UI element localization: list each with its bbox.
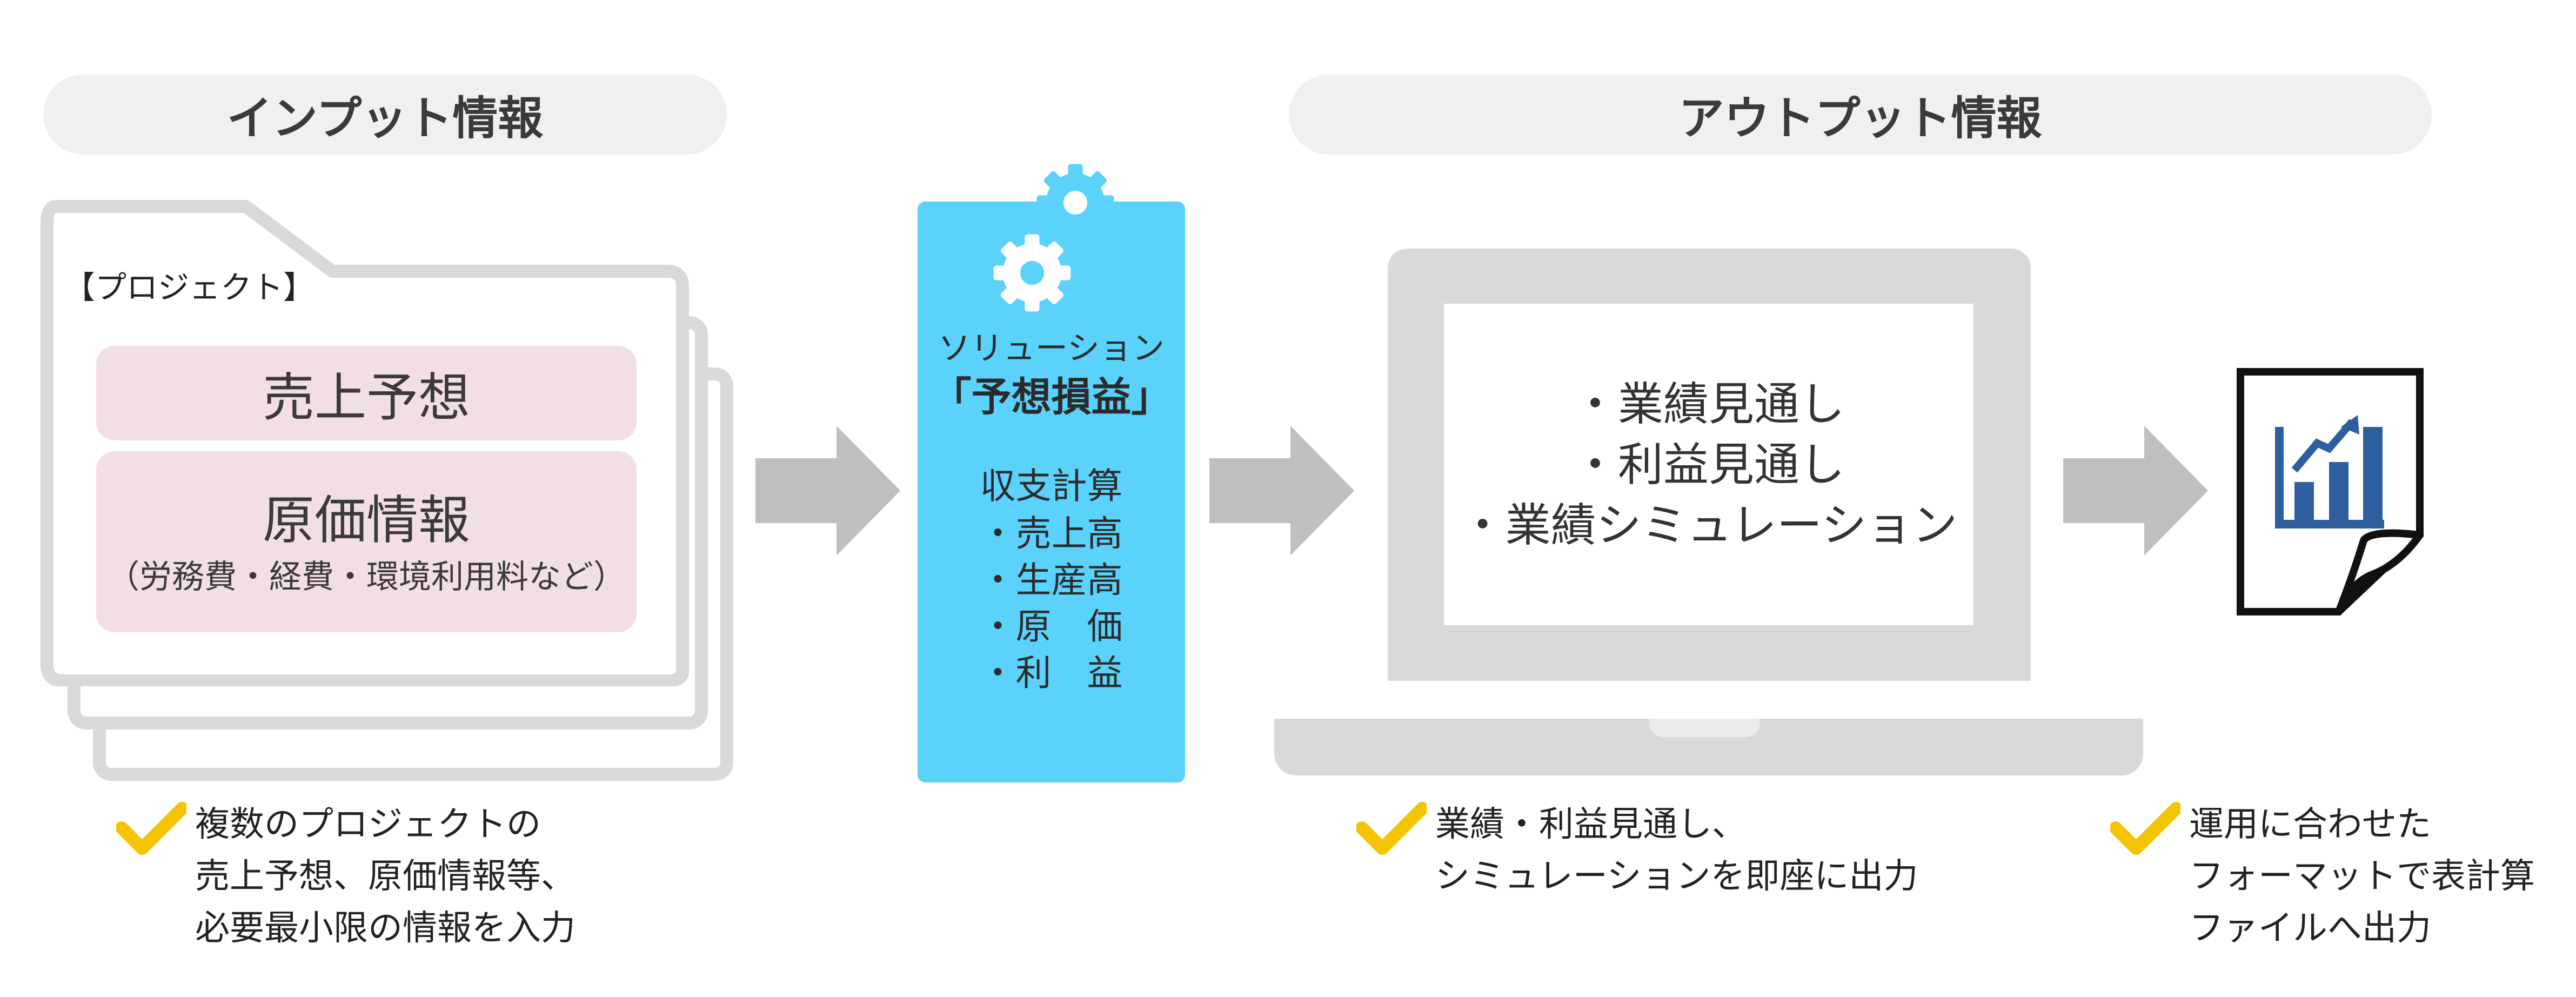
check-line: 運用に合わせた — [2189, 805, 2431, 845]
output-header: アウトプット情報 — [1289, 75, 2432, 155]
laptop-notch — [1649, 719, 1760, 737]
arrow-2 — [1209, 426, 1354, 556]
check-icon — [1356, 802, 1427, 855]
arrow-3 — [2063, 426, 2208, 556]
laptop-display: ・業績見通し ・利益見通し ・業績シミュレーション — [1444, 304, 1973, 625]
calc-item: ・売上高 — [980, 513, 1123, 554]
sales-forecast-label: 売上予想 — [263, 367, 470, 428]
laptop-line: ・業績シミュレーション — [1460, 498, 1958, 552]
check-line: 複数のプロジェクトの — [195, 805, 541, 845]
check-line: ファイルへ出力 — [2189, 908, 2431, 948]
cost-info-box: 原価情報 （労務費・経費・環境利用料など） — [96, 451, 637, 632]
sales-forecast-box: 売上予想 — [96, 346, 637, 440]
calc-item: ・利 益 — [980, 652, 1123, 694]
input-check-note: 複数のプロジェクトの 売上予想、原価情報等、 必要最小限の情報を入力 — [116, 799, 576, 954]
cost-info-detail: （労務費・経費・環境利用料など） — [107, 558, 626, 596]
solution-content: ソリューション 「予想損益」 収支計算 ・売上高 ・生産高 ・原 価 ・利 益 — [918, 327, 1185, 697]
check-line: 必要最小限の情報を入力 — [195, 908, 576, 948]
solution-name: 「予想損益」 — [931, 374, 1172, 420]
report-chart-icon — [2237, 368, 2424, 615]
output-check-note: 業績・利益見通し、 シミュレーションを即座に出力 — [1356, 799, 1918, 902]
check-line: シミュレーションを即座に出力 — [1435, 857, 1918, 896]
calc-item: ・原 価 — [980, 606, 1123, 647]
calc-item: ・生産高 — [980, 559, 1123, 601]
cost-info-title: 原価情報 — [263, 490, 470, 551]
laptop-line: ・業績見通し — [1572, 377, 1845, 431]
file-check-note: 運用に合わせた フォーマットで表計算 ファイルへ出力 — [2110, 799, 2535, 954]
arrow-1 — [755, 426, 900, 556]
check-line: 業績・利益見通し、 — [1435, 805, 1747, 845]
gear-icon — [993, 234, 1071, 312]
check-line: 売上予想、原価情報等、 — [195, 857, 576, 896]
solution-label: ソリューション — [938, 330, 1165, 367]
project-tag: 【プロジェクト】 — [64, 269, 315, 306]
check-icon — [2110, 802, 2180, 855]
input-header: インプット情報 — [43, 75, 727, 155]
gear-icon — [1036, 164, 1114, 242]
laptop-line: ・利益見通し — [1572, 438, 1845, 491]
check-line: フォーマットで表計算 — [2189, 857, 2535, 896]
calc-title: 収支計算 — [980, 465, 1123, 507]
check-icon — [116, 802, 186, 855]
